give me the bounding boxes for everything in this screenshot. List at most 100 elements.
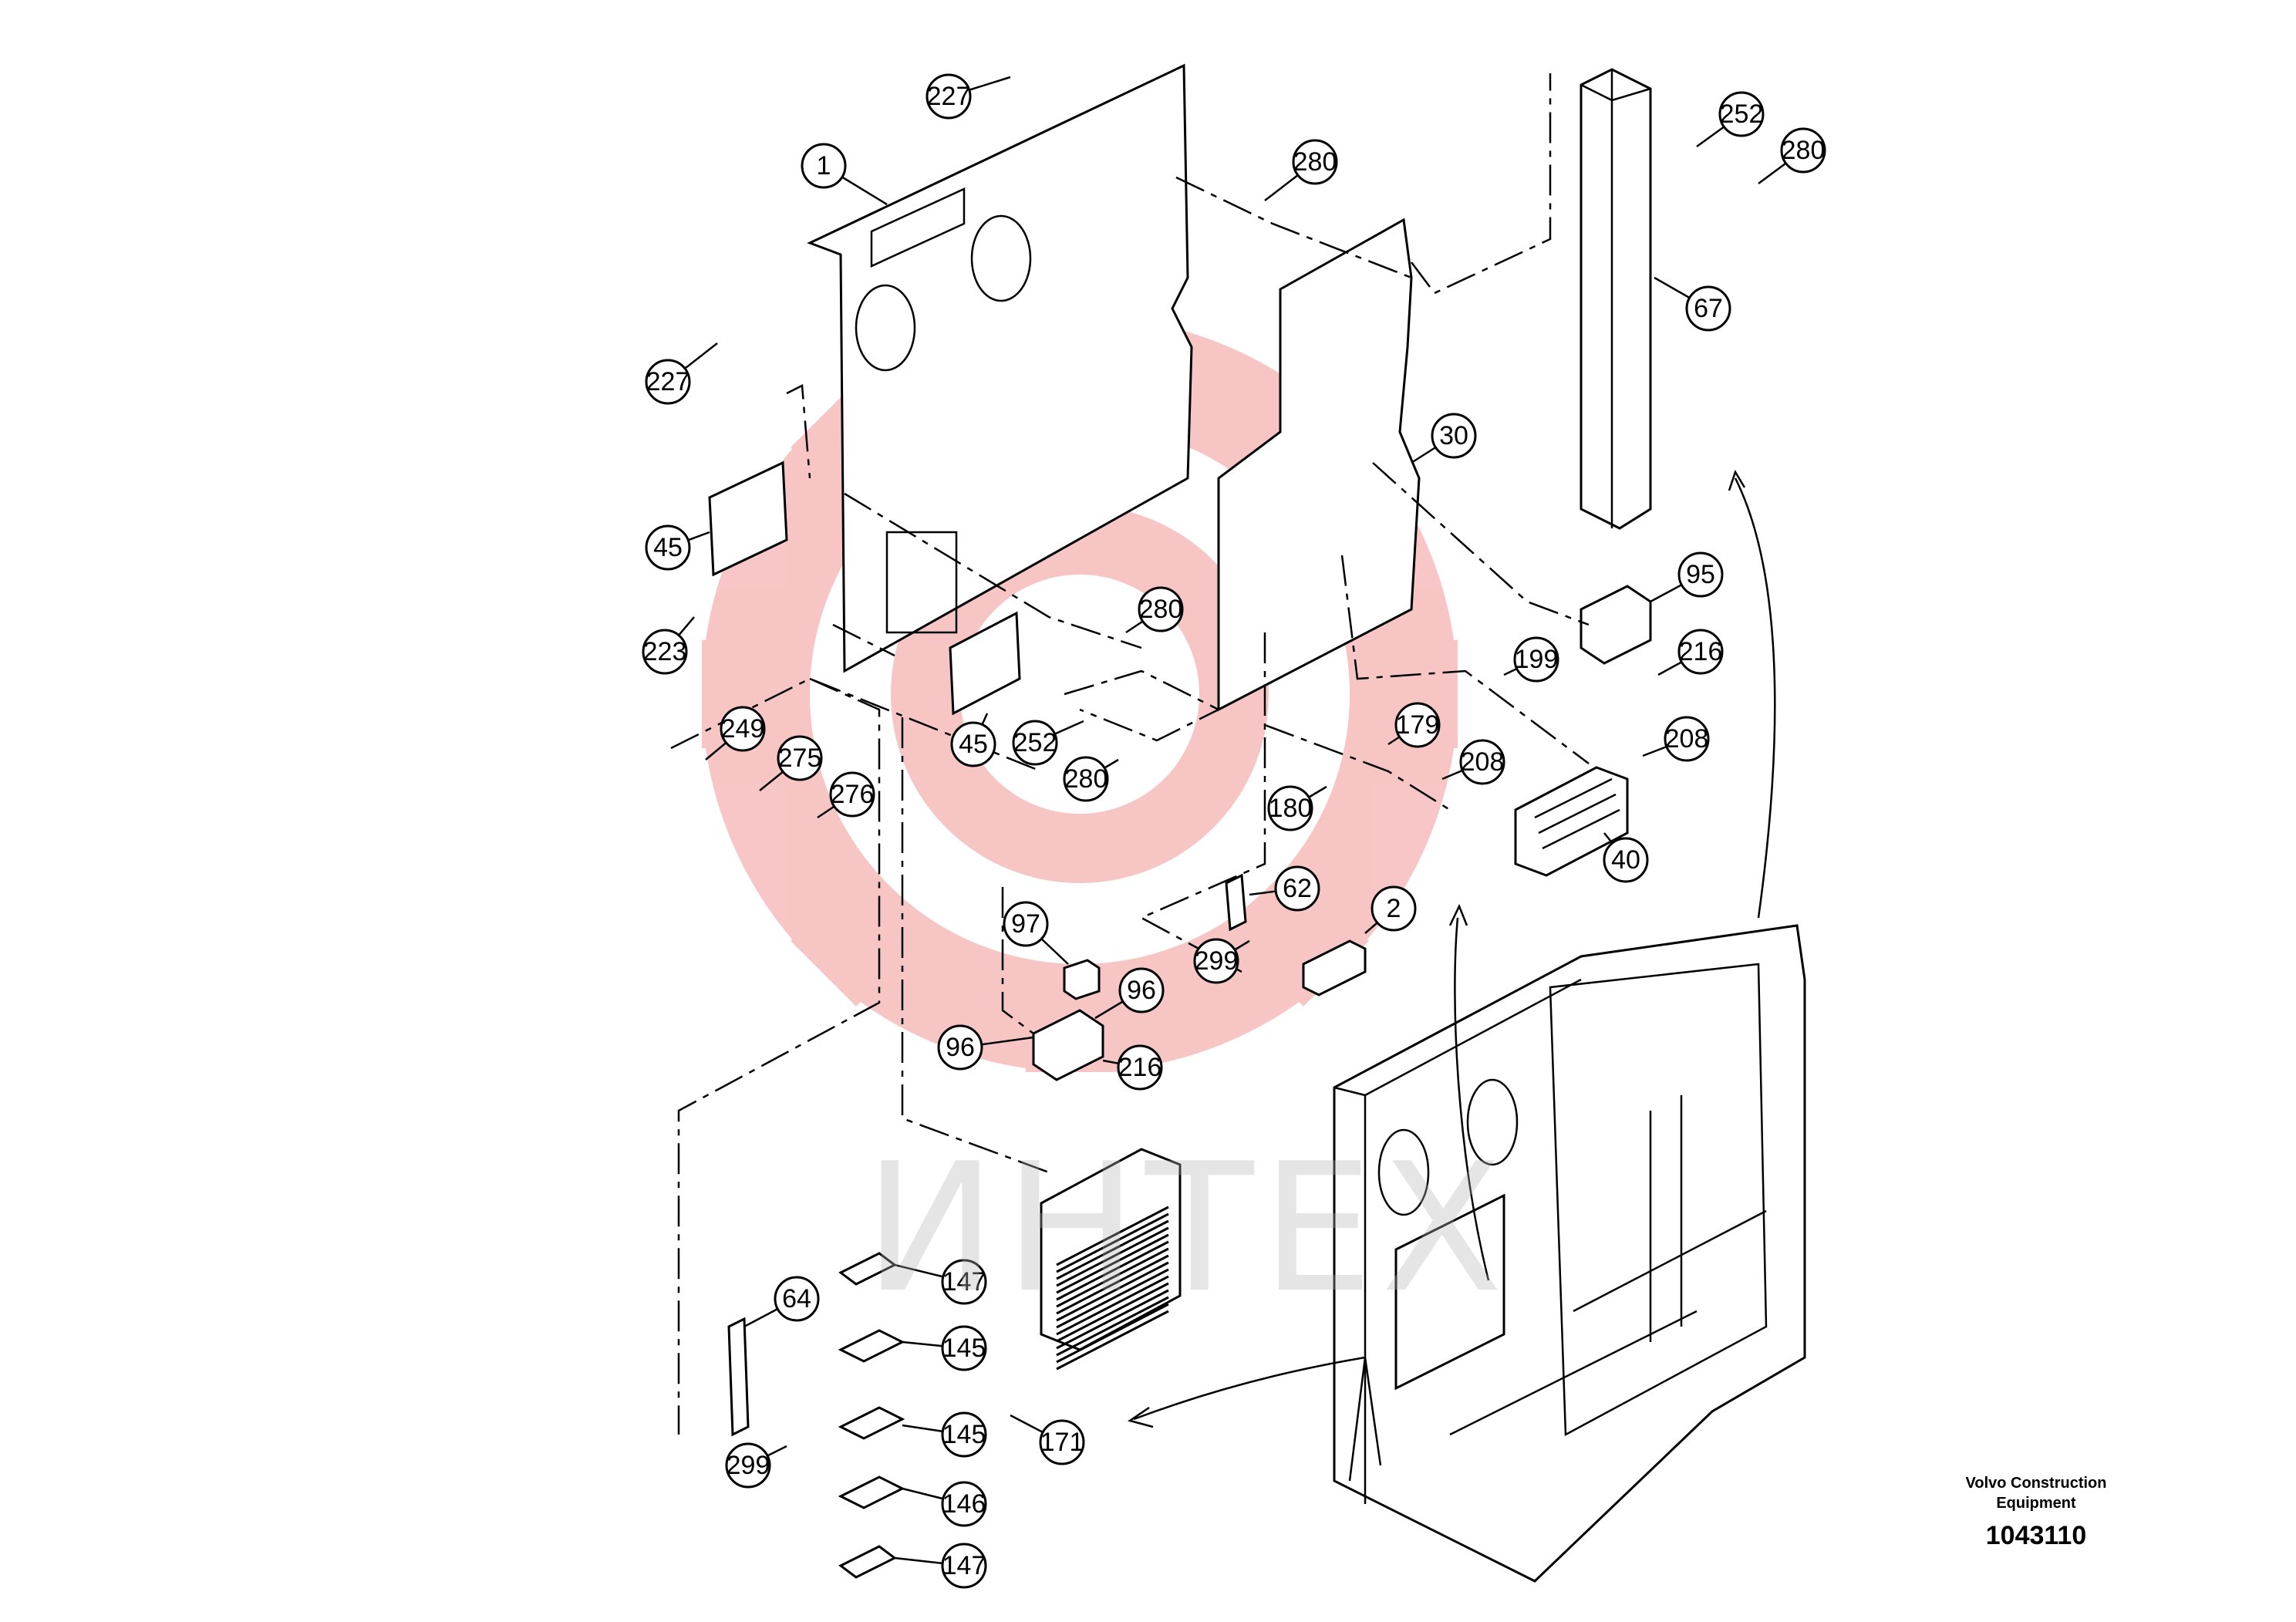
callout-circle (645, 524, 691, 571)
callout-circle (1677, 629, 1724, 675)
callout-number: 180 (1269, 794, 1313, 823)
callout-number: 96 (946, 1033, 975, 1062)
callout-circle (1513, 636, 1559, 683)
callout-number: 179 (1396, 710, 1440, 740)
grille-slat (1056, 1247, 1169, 1308)
callout-227: 227 (645, 342, 718, 405)
callout-number: 276 (831, 780, 875, 809)
callout-circle (1394, 702, 1441, 748)
callout-circle (1267, 785, 1313, 831)
bracket-62 (1225, 873, 1247, 932)
callout-number: 171 (1040, 1428, 1084, 1457)
callout-number: 30 (1439, 421, 1468, 450)
callout-number: 96 (1127, 976, 1156, 1005)
callout-number: 208 (1665, 724, 1709, 754)
callout-number: 280 (1139, 595, 1183, 624)
grille-slat (1056, 1261, 1169, 1322)
callout-number: 199 (1515, 645, 1559, 674)
heat-grille-box (1040, 1148, 1182, 1371)
callout-circle (941, 1259, 987, 1305)
callout-45: 45 (645, 524, 710, 571)
callout-circle (1459, 739, 1505, 785)
callout-number: 64 (782, 1284, 811, 1313)
callout-circle (1063, 756, 1109, 802)
callout-number: 146 (942, 1489, 986, 1519)
callout-280: 280 (1264, 139, 1338, 201)
callout-95: 95 (1650, 551, 1724, 603)
callout-146: 146 (902, 1481, 987, 1527)
callout-67: 67 (1654, 276, 1731, 332)
callout-circle (1117, 1044, 1163, 1091)
callout-208: 208 (1642, 716, 1710, 762)
callout-171: 171 (1010, 1414, 1085, 1465)
callout-number: 147 (942, 1551, 986, 1580)
callout-circle (941, 1543, 987, 1589)
callout-number: 208 (1461, 747, 1505, 777)
callout-circle (937, 1024, 983, 1071)
callout-179: 179 (1387, 702, 1441, 748)
callout-62: 62 (1249, 865, 1320, 912)
callout-number: 275 (778, 744, 822, 773)
plate-45-lower (949, 611, 1021, 716)
callout-147: 147 (894, 1543, 987, 1589)
callout-number: 299 (1195, 946, 1239, 976)
callout-227: 227 (925, 73, 1011, 120)
grille-slat (1056, 1303, 1169, 1364)
callout-circle (941, 1325, 987, 1371)
callout-96: 96 (937, 1024, 1034, 1071)
callout-number: 145 (942, 1334, 986, 1363)
drawing-number: 1043110 (1985, 1521, 2087, 1550)
callout-number: 95 (1686, 560, 1715, 589)
callout-276: 276 (817, 771, 875, 819)
maker-line-1: Volvo Construction (1965, 1475, 2107, 1492)
callout-280: 280 (1125, 586, 1184, 634)
callout-number: 216 (1679, 637, 1723, 666)
relay-95 (1580, 585, 1652, 665)
panel-plate-1 (807, 63, 1193, 673)
callout-circle (1274, 865, 1320, 912)
callout-circle (941, 1411, 987, 1458)
callout-circle (645, 359, 691, 405)
grille-slat (1056, 1206, 1169, 1266)
callout-circle (1718, 91, 1765, 137)
callout-number: 299 (727, 1451, 770, 1480)
callout-208: 208 (1441, 739, 1505, 785)
callout-2: 2 (1364, 885, 1417, 934)
grille-slat (1056, 1219, 1169, 1280)
callout-circle (642, 629, 688, 675)
grille-slat (1056, 1310, 1169, 1371)
callout-number: 145 (942, 1420, 986, 1449)
drawing-caption: Volvo Construction Equipment 1043110 (1920, 1473, 2152, 1551)
callout-number: 45 (959, 730, 988, 759)
maker-line-2: Equipment (1996, 1495, 2076, 1512)
callout-1: 1 (801, 143, 888, 206)
callout-labels: 1227227280252280673045223452809521619924… (642, 73, 1826, 1589)
callout-circle (1780, 127, 1826, 174)
grille-slat (1056, 1275, 1169, 1336)
callout-147: 147 (894, 1259, 987, 1305)
callout-299: 299 (1193, 938, 1250, 984)
panel-plate-30 (1217, 218, 1421, 712)
callout-circle (1039, 1419, 1085, 1465)
callout-252: 252 (1696, 91, 1765, 148)
grille-slat (1056, 1254, 1169, 1315)
callout-number: 2 (1387, 894, 1401, 923)
grille-slat (1056, 1296, 1169, 1357)
callout-252: 252 (1012, 720, 1084, 766)
callout-circle (950, 721, 996, 767)
callout-number: 249 (721, 714, 765, 744)
callout-circle (1371, 885, 1417, 932)
callout-number: 227 (927, 82, 971, 111)
callout-circle (941, 1481, 987, 1527)
callout-180: 180 (1267, 785, 1327, 831)
callout-circle (777, 735, 823, 781)
callout-number: 280 (1782, 136, 1826, 165)
callout-number: 45 (653, 533, 683, 562)
callout-circle (925, 73, 972, 120)
callout-circle (1118, 967, 1165, 1013)
callout-number: 147 (942, 1267, 986, 1297)
callout-circle (829, 771, 875, 818)
callout-145: 145 (902, 1325, 987, 1371)
callout-circle (1012, 720, 1058, 766)
grille-slat (1056, 1268, 1169, 1329)
